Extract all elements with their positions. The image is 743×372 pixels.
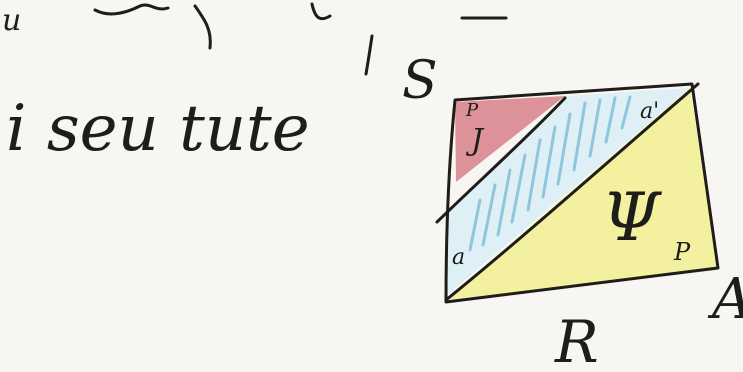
- label-a-prime: a': [640, 99, 659, 124]
- label-a: a: [452, 245, 465, 270]
- label-r: R: [554, 308, 599, 372]
- label-psi: Ψ: [602, 179, 662, 256]
- label-red-p: P: [465, 100, 479, 121]
- label-s: S: [402, 51, 438, 111]
- label-a-corner: A: [707, 267, 743, 332]
- rectangle-diagram: [437, 84, 718, 302]
- label-psi-subscript: P: [673, 238, 691, 266]
- top-line-fragment: u: [2, 3, 21, 38]
- left-handwritten-text: i seu tute: [6, 92, 310, 166]
- top-handwriting-fragments: [95, 4, 506, 74]
